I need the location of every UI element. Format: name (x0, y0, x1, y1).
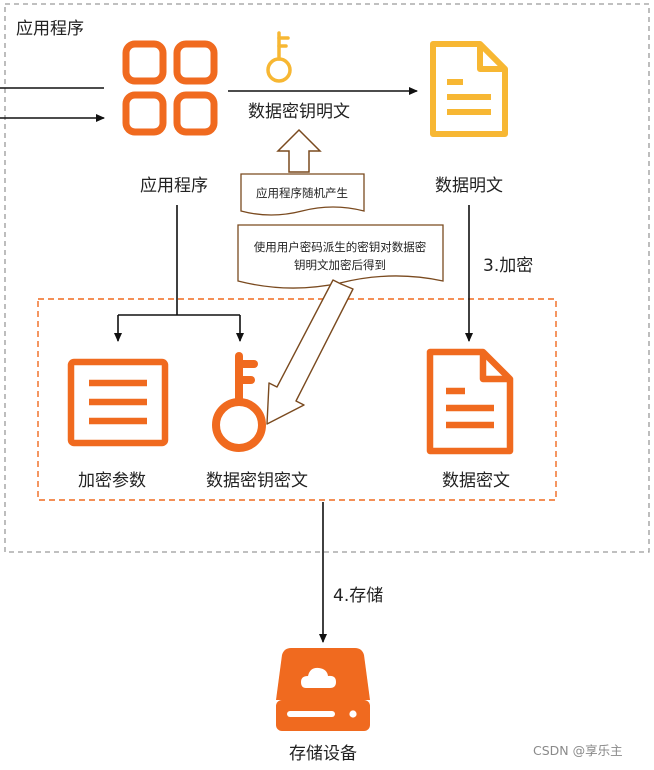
app-grid-icon (122, 40, 218, 136)
outer-box-title: 应用程序 (16, 19, 84, 39)
key-cipher-label: 数据密钥密文 (206, 471, 308, 491)
key-cipher-icon (212, 352, 266, 452)
key-plain-icon (266, 31, 292, 83)
note-derive-box (237, 224, 444, 289)
key-plain-label: 数据密钥明文 (248, 102, 350, 122)
note-derive-line1: 使用用户密码派生的密钥对数据密 (254, 240, 427, 254)
note-random-text: 应用程序随机产生 (256, 186, 348, 200)
data-plain-doc-icon (430, 41, 508, 137)
derive-diagonal-arrow (266, 279, 354, 425)
csdn-watermark: CSDN @享乐主 (533, 743, 623, 758)
data-cipher-doc-icon (426, 348, 514, 455)
storage-device-icon (276, 648, 370, 731)
note-random-box (240, 173, 365, 216)
step-encrypt-label: 3.加密 (483, 256, 533, 276)
storage-label: 存储设备 (289, 744, 357, 764)
outer-app-box (4, 3, 650, 553)
params-list-icon (67, 358, 169, 447)
enc-params-label: 加密参数 (78, 471, 146, 491)
app-label: 应用程序 (140, 176, 208, 196)
note-derive-line2: 钥明文加密后得到 (294, 258, 386, 272)
random-up-arrow (276, 128, 322, 173)
step-store-label: 4.存储 (333, 586, 383, 606)
data-plain-label: 数据明文 (435, 176, 503, 196)
data-cipher-label: 数据密文 (442, 471, 510, 491)
